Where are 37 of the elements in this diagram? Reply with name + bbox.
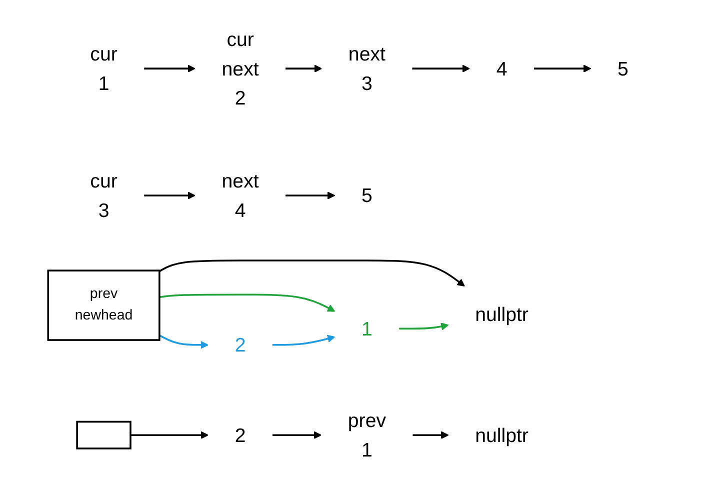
node-text: 3: [98, 199, 110, 222]
arrow: [130, 431, 208, 440]
arrow: [272, 334, 335, 346]
node-label: cur: [90, 42, 118, 66]
arrow: [158, 260, 465, 286]
arrow: [534, 64, 591, 72]
node-text: nullptr: [474, 303, 528, 326]
node-text: 1: [361, 438, 372, 461]
node-text: 1: [361, 318, 372, 340]
node-text: 5: [361, 184, 372, 207]
node-box: [76, 420, 132, 450]
node-text: 1: [98, 72, 110, 94]
node-label: next: [222, 170, 259, 192]
node-label: next: [222, 57, 259, 80]
node-text: 2: [234, 424, 246, 446]
arrow: [285, 192, 335, 200]
node-text: 2: [234, 86, 246, 110]
node-label: cur: [90, 170, 118, 192]
arrow: [158, 334, 208, 349]
arrow: [285, 64, 322, 72]
node-box: prev newhead: [47, 270, 160, 341]
node-text: 4: [234, 199, 246, 222]
node-text: 3: [361, 72, 372, 94]
node-text: nullptr: [474, 424, 528, 446]
node-label: prev: [348, 409, 386, 432]
node-text: 4: [496, 57, 508, 80]
node-text: 5: [617, 57, 628, 80]
node-label: cur: [226, 28, 254, 50]
arrow: [412, 64, 470, 72]
arrow: [272, 431, 322, 440]
node-text: 2: [234, 334, 246, 356]
node-label: next: [348, 42, 386, 66]
arrow: [144, 192, 196, 200]
arrow: [412, 431, 449, 440]
arrow: [398, 322, 449, 330]
arrow: [159, 294, 335, 312]
arrow: [144, 64, 196, 72]
